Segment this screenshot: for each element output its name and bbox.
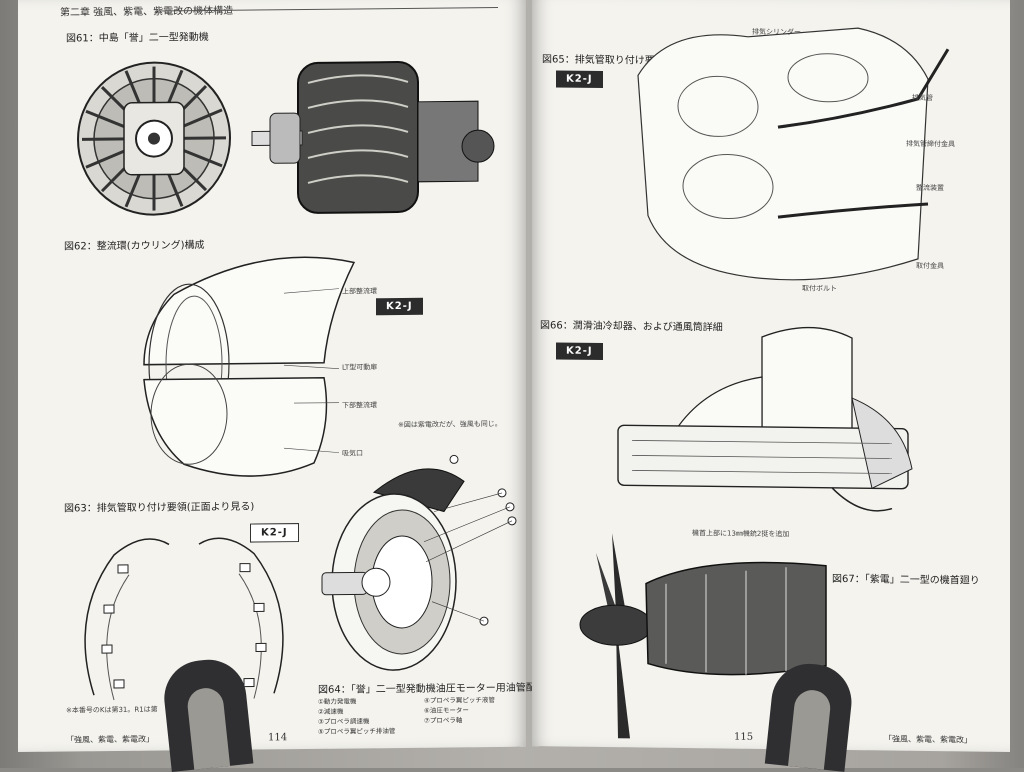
k2j-tag-1: K2-J (376, 298, 423, 315)
fig67-note: 機首上部に13㎜機銃2挺を追加 (692, 528, 789, 539)
left-footer: 「強風、紫電、紫電改」 (66, 734, 154, 746)
cowling-diagram (104, 252, 364, 485)
legend-col-2: ④プロペラ翼ピッチ液管 ⑥油圧モーター ⑦プロペラ軸 (424, 695, 495, 726)
engine-side-illustration (250, 51, 500, 224)
oil-cooler-diagram (612, 315, 922, 519)
right-page: 図65：排気管取り付け要領詳細図 K2-J 排気シリンダー 排気管 排気管締付金… (532, 0, 1010, 752)
oil-line-cutaway (314, 451, 524, 673)
right-footer: 「強風、紫電、紫電改」 (884, 733, 972, 745)
k2j-tag-3: K2-J (556, 70, 603, 88)
fig65-label-bolt: 取付ボルト (802, 283, 837, 293)
fig65-label-cylinder: 排気シリンダー (752, 27, 801, 38)
page-number-right: 115 (734, 732, 753, 743)
left-page: 第二章 強風、紫電、紫電改の機体構造 図61：中島「誉」二一型発動機 図62：整… (18, 0, 526, 752)
fig64-caption: 図64：「誉」二一型発動機油圧モーター用油管配置 (318, 678, 546, 695)
fig63-caption: 図63：排気管取り付け要領(正面より見る) (64, 498, 254, 515)
fig65-label-pipe: 排気管 (912, 93, 933, 103)
fig62-caption: 図62：整流環(カウリング)構成 (64, 236, 205, 252)
legend-item: ⑦プロペラ軸 (424, 715, 495, 726)
exhaust-detail-diagram (628, 15, 968, 299)
cowl-label-door: LT型可動扉 (342, 362, 377, 372)
legend-item: ⑤プロペラ翼ピッチ排油管 (318, 726, 395, 737)
footnote: ※本番号のKは第31。R1は第 (66, 705, 158, 716)
cowl-label-lower: 下部整流環 (342, 400, 377, 410)
fig65-label-fairing: 整流装置 (916, 183, 944, 193)
fig65-label-clamp: 排気管締付金具 (906, 139, 955, 150)
fig65-label-bracket: 取付金具 (916, 261, 944, 271)
fig67-caption: 図67：「紫電」二一型の機首廻り (832, 570, 980, 587)
page-number-left: 114 (268, 732, 287, 743)
fig61-caption: 図61：中島「誉」二一型発動機 (66, 28, 209, 44)
legend-item: ④プロペラ翼ピッチ液管 (424, 695, 495, 706)
legend-col-1: ①動力発電機 ②減速機 ③プロペラ調速機 ⑤プロペラ翼ピッチ排油管 (318, 696, 395, 737)
engine-front-illustration (74, 58, 234, 220)
k2j-tag-4: K2-J (556, 342, 603, 360)
cowl-note: ※図は紫電改だが、強風も同じ。 (398, 419, 502, 430)
cowl-label-upper: 上部整流環 (342, 286, 377, 296)
